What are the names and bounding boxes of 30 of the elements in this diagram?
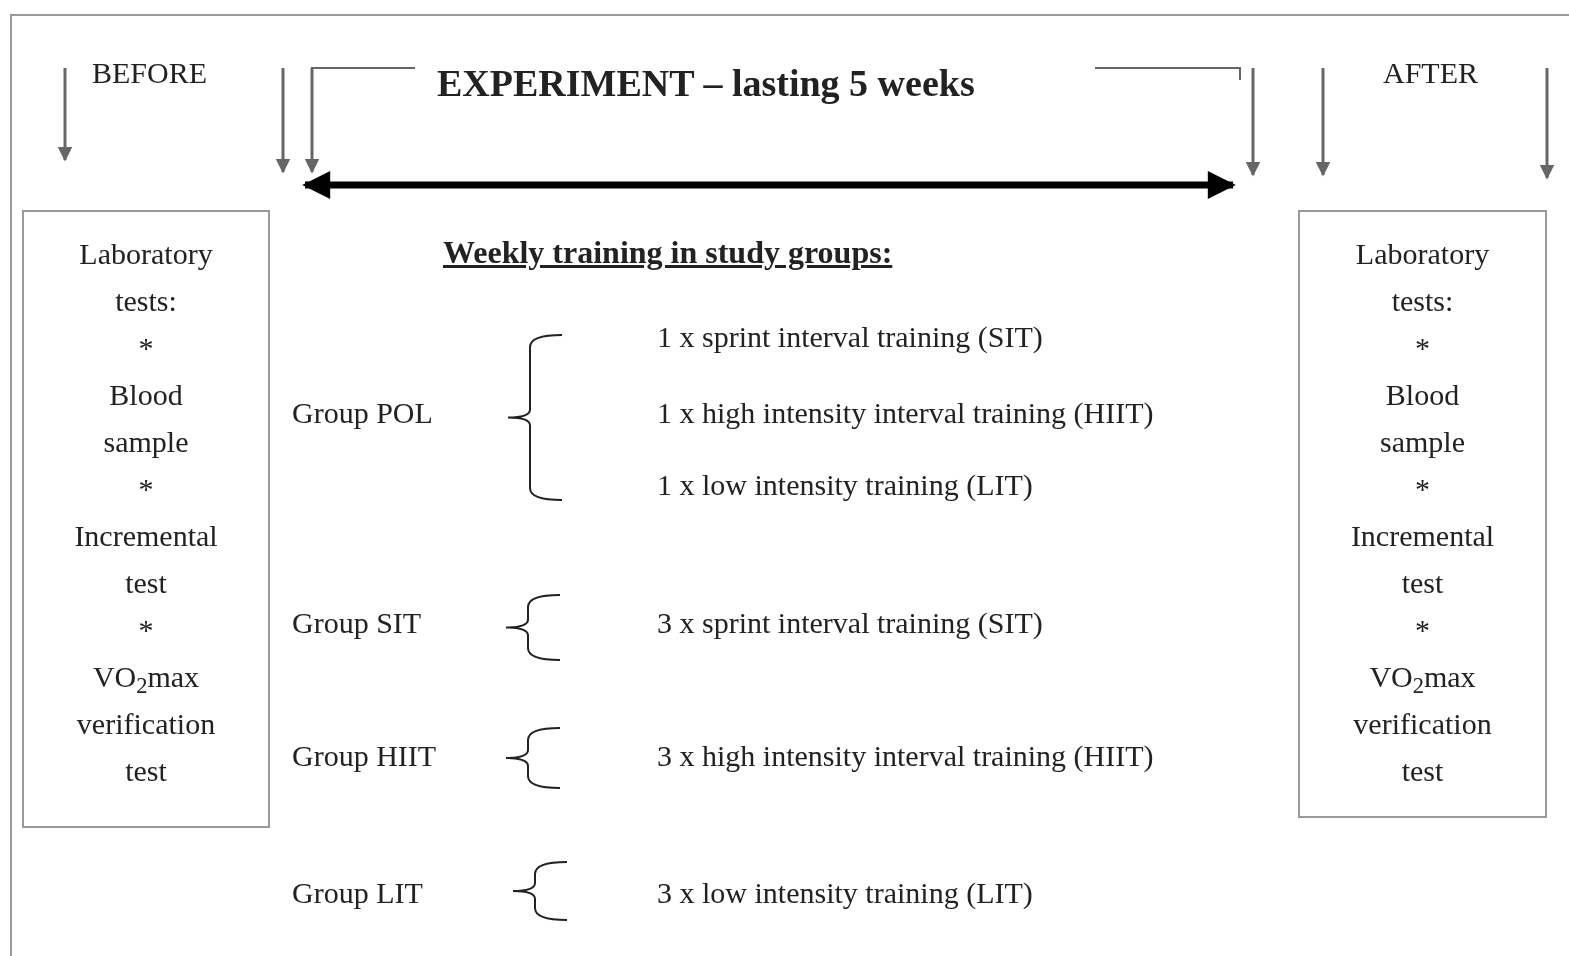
training-text: 3 x high intensity interval training (HIIT) [657,738,1154,774]
box-text: * [1414,612,1431,648]
box-text: Laboratory tests: [78,236,214,319]
box-text: Blood sample [1379,377,1466,460]
box-text: VO$_{2}$max verification test [75,659,217,789]
box-text: * [1414,330,1431,366]
box-text: Laboratory tests: [1354,236,1491,319]
box-text: * [137,612,155,648]
box-text: Incremental test [1349,518,1496,601]
box-text: * [137,471,155,507]
test-box [22,210,270,828]
box-text: VO$_{2}$max verification test [1352,659,1493,789]
phase-label: AFTER [1383,55,1478,91]
group-label: Group HIIT [292,738,437,774]
box-text: * [137,330,155,366]
training-text: 3 x low intensity training (LIT) [657,875,1033,911]
group-label: Group POL [292,395,433,431]
section-heading: Weekly training in study groups: [443,233,893,272]
phase-label: BEFORE [92,55,208,91]
group-label: Group LIT [292,875,423,911]
test-box [1298,210,1547,818]
title: EXPERIMENT – lasting 5 weeks [437,61,975,106]
box-text: Incremental test [73,518,219,601]
training-text: 1 x high intensity interval training (HIIT) [657,395,1154,431]
box-text: Blood sample [102,377,190,460]
training-text: 1 x low intensity training (LIT) [657,467,1033,503]
training-text: 3 x sprint interval training (SIT) [657,605,1043,641]
training-text: 1 x sprint interval training (SIT) [657,319,1043,355]
box-text: * [1414,471,1431,507]
group-label: Group SIT [292,605,422,641]
